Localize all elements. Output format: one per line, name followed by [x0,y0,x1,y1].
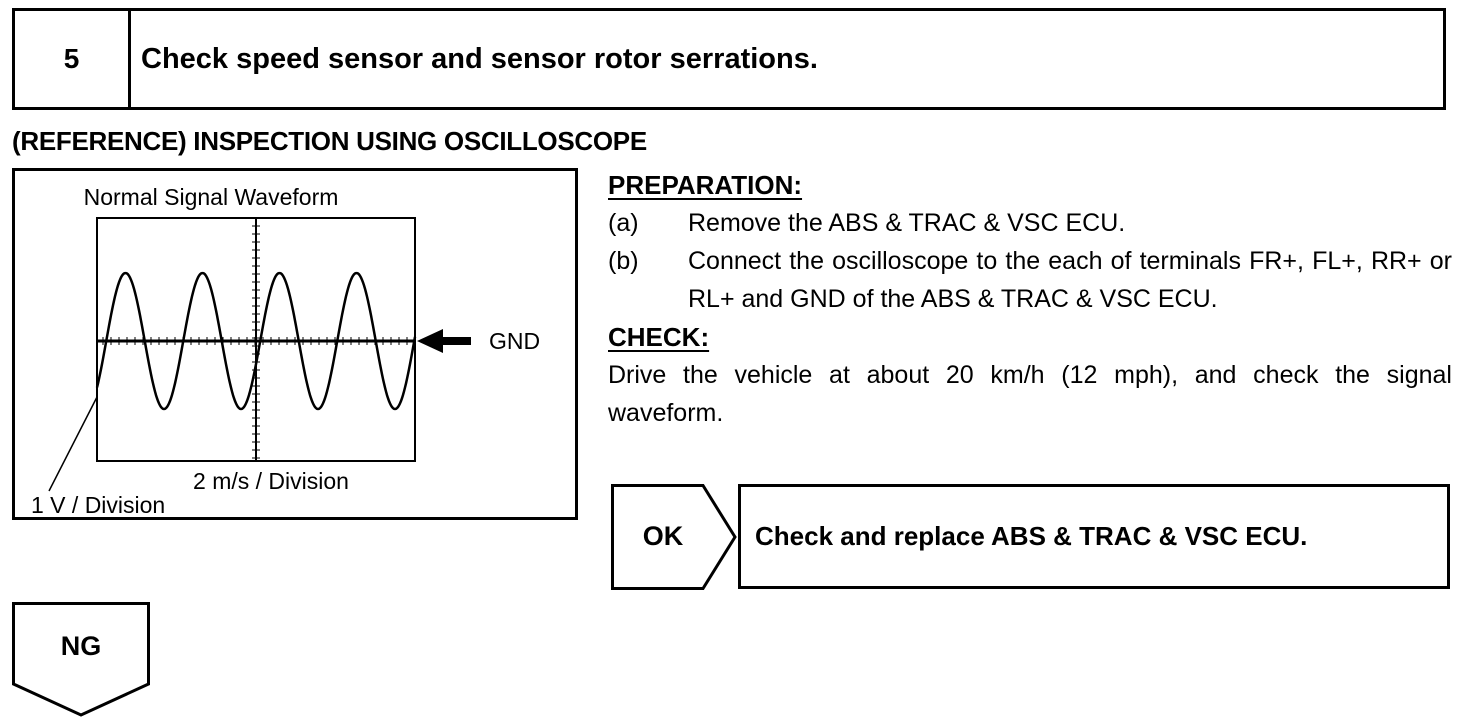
ok-action-text: Check and replace ABS & TRAC & VSC ECU. [755,521,1308,551]
x-scale-label: 2 m/s / Division [193,468,349,494]
y-scale-label: 1 V / Division [31,492,165,517]
ok-label: OK [642,520,684,551]
ok-action-box: Check and replace ABS & TRAC & VSC ECU. [738,484,1450,589]
oscilloscope-figure: Normal Signal Waveform GND 2 m/s / Divis… [12,168,578,520]
item-letter: (b) [608,247,639,275]
step-header-box: 5 Check speed sensor and sensor rotor se… [12,8,1446,110]
signal-waveform [95,271,417,411]
ng-label: NG [60,630,102,661]
waveform-diagram: Normal Signal Waveform GND 2 m/s / Divis… [31,184,540,517]
item-text: Connect the oscilloscope to the each of … [688,247,1452,313]
preparation-item: (a) Remove the ABS & TRAC & VSC ECU. [608,204,1452,242]
gnd-arrow-icon [417,329,471,353]
preparation-heading: PREPARATION: [608,170,803,200]
item-text: Remove the ABS & TRAC & VSC ECU. [688,209,1126,237]
check-heading: CHECK: [608,322,710,352]
ok-arrow-icon [611,484,737,590]
waveform-title: Normal Signal Waveform [84,184,339,210]
reference-heading: (REFERENCE) INSPECTION USING OSCILLOSCOP… [12,126,647,156]
y-scale-leader-line [48,396,98,492]
step-number: 5 [15,11,131,107]
item-letter: (a) [608,209,639,237]
check-text: Drive the vehicle at about 20 km/h (12 m… [608,361,1452,427]
gnd-label: GND [489,328,540,354]
ng-arrow-icon [12,602,150,717]
step-title: Check speed sensor and sensor rotor serr… [141,42,818,75]
procedure-text: PREPARATION: (a) Remove the ABS & TRAC &… [608,166,1452,432]
preparation-item: (b) Connect the oscilloscope to the each… [608,242,1452,318]
